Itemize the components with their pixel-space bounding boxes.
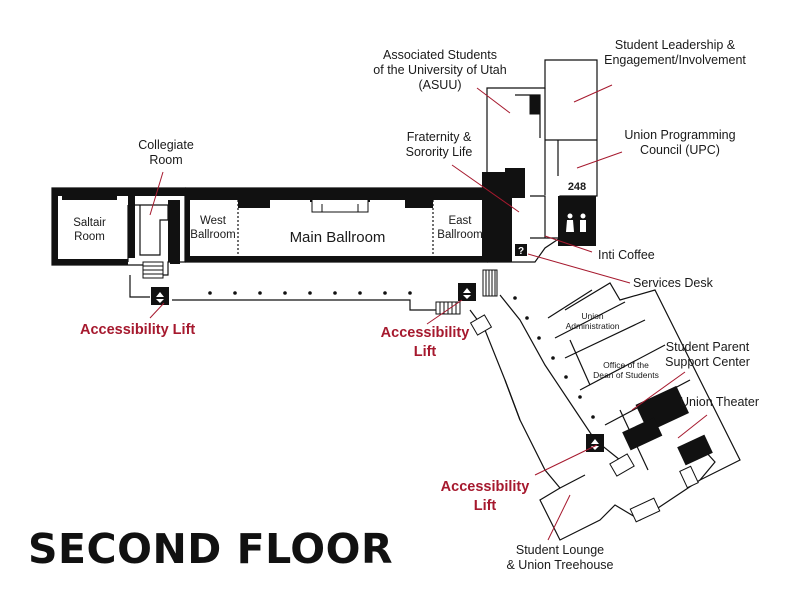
inti-coffee-label: Inti Coffee <box>598 248 655 262</box>
union-administration-label: Union Administration <box>565 311 620 331</box>
student-parent-support-label: Student Parent Support Center <box>665 340 750 369</box>
services-desk-label: Services Desk <box>633 276 713 290</box>
accessibility-lift-label-south: Accessibility Lift <box>440 479 530 514</box>
room-number-248: 248 <box>567 181 587 193</box>
callout-leaders <box>149 84 708 541</box>
union-theater-label: Union Theater <box>680 395 759 409</box>
collegiate-room-label: Collegiate Room <box>138 138 194 167</box>
information-icon: ? <box>515 244 527 257</box>
svg-text:?: ? <box>518 246 524 257</box>
accessibility-lift-label-center: Accessibility Lift <box>380 325 470 360</box>
dean-of-students-label: Office of the Dean of Students <box>593 360 659 380</box>
floor-title: SECOND FLOOR <box>28 525 394 573</box>
saltair-room-label: Saltair Room <box>73 217 106 243</box>
accessibility-lift-label-west: Accessibility Lift <box>80 322 196 338</box>
main-ballroom-label: Main Ballroom <box>289 229 386 246</box>
student-lounge-label: Student Lounge & Union Treehouse <box>506 543 614 572</box>
corridor-path-dots <box>208 291 595 419</box>
structural-walls <box>52 168 713 466</box>
east-ballroom-label: East Ballroom <box>437 215 483 241</box>
fraternity-sorority-label: Fraternity & Sorority Life <box>405 130 473 159</box>
student-leadership-label: Student Leadership & Engagement/Involvem… <box>604 38 746 67</box>
ballroom-stage <box>311 200 369 213</box>
stairs-icon <box>142 95 699 523</box>
upc-label: Union Programming Council (UPC) <box>624 128 736 157</box>
asuu-label: Associated Students of the University of… <box>373 48 507 92</box>
restroom-icon <box>566 213 586 232</box>
west-ballroom-label: West Ballroom <box>190 215 236 241</box>
elevator-icon <box>151 256 604 452</box>
